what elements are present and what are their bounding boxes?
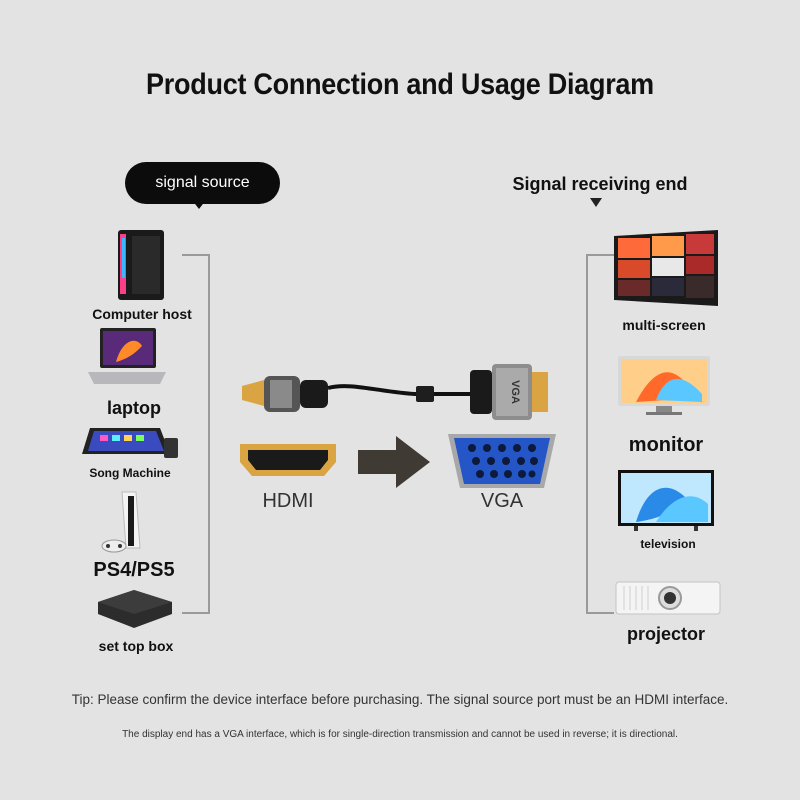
- video-wall-icon: [614, 230, 718, 306]
- input-connector-label: HDMI: [262, 490, 314, 512]
- receiver-label: multi-screen: [622, 317, 706, 333]
- receiver-label: monitor: [628, 434, 704, 456]
- set-top-box-icon: [98, 590, 172, 628]
- page-title: Product Connection and Usage Diagram: [146, 68, 654, 101]
- hdmi-to-vga-cable: VGA: [242, 364, 548, 420]
- signal-source-label: signal source: [155, 174, 250, 191]
- header-pointer: [590, 198, 602, 207]
- vga-port-icon: [448, 434, 556, 488]
- receiver-label: projector: [626, 624, 705, 644]
- laptop-icon: [88, 328, 166, 384]
- vga-plug-text: VGA: [509, 380, 521, 404]
- tip-text-secondary: The display end has a VGA interface, whi…: [122, 729, 678, 740]
- signal-source-header: signal source: [125, 162, 280, 204]
- tip-text: Tip: Please confirm the device interface…: [71, 692, 729, 707]
- source-label: laptop: [107, 398, 161, 418]
- hdmi-port-icon: [240, 444, 336, 476]
- song-machine-icon: [82, 428, 178, 458]
- monitor-icon: [618, 356, 710, 415]
- source-label: set top box: [98, 638, 174, 654]
- arrow-right-icon: [358, 436, 430, 488]
- source-label: PS4/PS5: [93, 559, 175, 581]
- receiver-bracket: [586, 254, 614, 614]
- computer-tower-icon: [118, 230, 164, 300]
- television-icon: [618, 470, 714, 531]
- output-connector-label: VGA: [480, 490, 524, 512]
- source-label: Computer host: [92, 306, 192, 322]
- source-bracket: [182, 254, 210, 614]
- signal-receiving-header: Signal receiving end: [512, 174, 688, 194]
- game-console-icon: [101, 491, 141, 553]
- source-label: Song Machine: [89, 466, 171, 480]
- header-pointer: [192, 200, 206, 209]
- receiver-label: television: [640, 537, 696, 551]
- projector-icon: [615, 581, 721, 615]
